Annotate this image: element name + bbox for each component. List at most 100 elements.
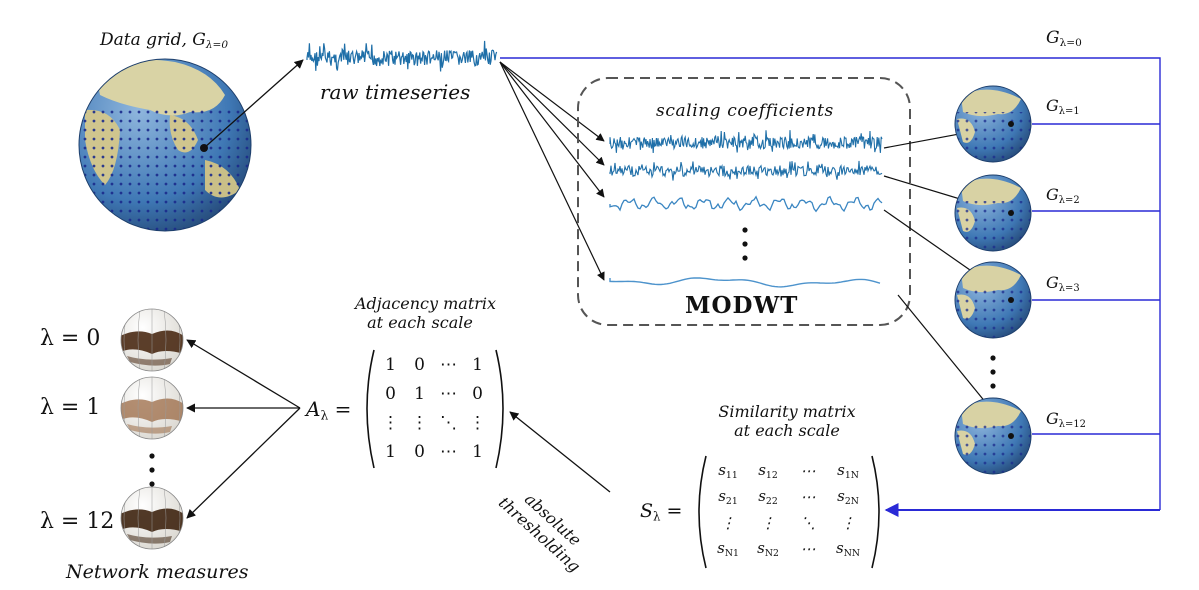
adjacency-cell: 1 (472, 354, 483, 375)
similarity-cell-symbol: ⋮ (760, 514, 776, 532)
g2-sub: λ=2 (1058, 194, 1080, 206)
g3-sub: λ=3 (1058, 282, 1080, 294)
adjacency-cell: ⋯ (440, 354, 457, 375)
similarity-cell-index: 22 (765, 495, 778, 507)
similarity-cell-index: 11 (725, 469, 738, 481)
adjacency-sub: λ (320, 407, 329, 423)
adjacency-title-line-2: at each scale (367, 313, 473, 332)
adjacency-cell: ⋮ (382, 412, 399, 433)
vertical-ellipsis (742, 227, 748, 261)
lambda-12-label: λ = 12 (40, 509, 115, 534)
similarity-cell-symbol: ⋱ (800, 514, 816, 532)
raw-timeseries-label: raw timeseries (320, 80, 471, 104)
adjacency-cell: 0 (414, 441, 425, 462)
g-lambda-1-label: Gλ=1 (1046, 96, 1080, 117)
modwt-box (577, 77, 911, 326)
similarity-cell-symbol: s (758, 487, 766, 506)
scale-globe (954, 174, 1032, 252)
similarity-cell: s2N (828, 484, 868, 510)
network-measure-globe (120, 376, 184, 440)
similarity-cell: ⋯ (788, 458, 828, 484)
adjacency-matrix-brackets (366, 349, 504, 469)
scale-globe (954, 85, 1032, 163)
adjacency-cell: ⋯ (440, 441, 457, 462)
similarity-cell-index: 21 (725, 495, 738, 507)
g1-sub: λ=1 (1058, 105, 1080, 117)
g1-sym: G (1046, 96, 1059, 115)
data-grid-label: Data grid, Gλ=0 (100, 30, 228, 51)
similarity-cell: s12 (748, 458, 788, 484)
similarity-cell: ⋯ (788, 484, 828, 510)
g12-sym: G (1046, 409, 1059, 428)
adjacency-cell: 0 (385, 383, 396, 404)
g12-sub: λ=12 (1058, 418, 1086, 430)
blue-connector-lines (500, 57, 1161, 517)
similarity-cell-index: N2 (764, 547, 779, 559)
similarity-cell-symbol: s (757, 539, 765, 558)
similarity-title: Similarity matrix at each scale (712, 402, 862, 440)
similarity-eq: = (666, 500, 683, 522)
main-globe (78, 58, 252, 232)
g0-right-sym: G (1046, 28, 1060, 48)
similarity-cell-symbol: s (718, 461, 726, 480)
similarity-cell: s22 (748, 484, 788, 510)
similarity-cell: ⋱ (788, 510, 828, 536)
lambda-0-label: λ = 0 (40, 326, 101, 351)
g0-right-sub: λ=0 (1059, 37, 1082, 50)
adjacency-sym: A (306, 397, 321, 421)
globe-ellipsis (990, 355, 996, 389)
network-measure-globes (120, 308, 184, 550)
network-measure-globe (120, 308, 184, 372)
network-measure-globe (120, 486, 184, 550)
g0-sub: λ=0 (205, 39, 229, 52)
g-lambda-3-label: Gλ=3 (1046, 273, 1080, 294)
similarity-cell: ⋮ (708, 510, 748, 536)
similarity-cell-index: N1 (724, 547, 739, 559)
similarity-cell-symbol: ⋯ (800, 462, 816, 480)
similarity-title-line-2: at each scale (734, 421, 840, 440)
adjacency-title: Adjacency matrix at each scale (355, 294, 497, 332)
adjacency-cell: ⋮ (469, 412, 486, 433)
timeseries-fan-lines (499, 61, 605, 281)
raw-timeseries-signal (306, 40, 498, 72)
similarity-cell-symbol: s (837, 487, 845, 506)
g3-sym: G (1046, 273, 1059, 292)
g-lambda-2-label: Gλ=2 (1046, 185, 1080, 206)
adjacency-cell: 0 (472, 383, 483, 404)
scale-globes (954, 85, 1032, 475)
similarity-cell: sN2 (748, 536, 788, 562)
modwt-label: MODWT (685, 292, 799, 319)
similarity-cell-symbol: s (836, 539, 844, 558)
adjacency-symbol: Aλ = (306, 397, 351, 423)
adjacency-title-line-1: Adjacency matrix (355, 294, 497, 313)
network-measures-label: Network measures (66, 561, 249, 583)
similarity-cell-symbol: s (837, 461, 845, 480)
scaling-coefficient-12 (609, 277, 881, 288)
adjacency-cell: ⋱ (440, 412, 457, 433)
similarity-matrix-brackets (698, 455, 880, 569)
adjacency-cell: 1 (385, 354, 396, 375)
similarity-cell-index: NN (843, 547, 860, 559)
measure-ellipsis (149, 453, 155, 487)
similarity-cell: ⋮ (748, 510, 788, 536)
similarity-cell: sNN (828, 536, 868, 562)
similarity-cell-index: 1N (844, 469, 859, 481)
scaling-coefficient-3 (609, 195, 883, 213)
similarity-cell: s11 (708, 458, 748, 484)
similarity-cell: s21 (708, 484, 748, 510)
scaling-coefficient-1 (609, 130, 883, 154)
adjacency-cell: 1 (414, 383, 425, 404)
scale-globe (954, 397, 1032, 475)
similarity-cell-symbol: ⋮ (840, 514, 856, 532)
adjacency-cell: 1 (385, 441, 396, 462)
similarity-title-line-1: Similarity matrix (718, 402, 856, 421)
similarity-cell-symbol: ⋯ (800, 488, 816, 506)
scaling-coefficients-label: scaling coefficients (656, 101, 834, 121)
